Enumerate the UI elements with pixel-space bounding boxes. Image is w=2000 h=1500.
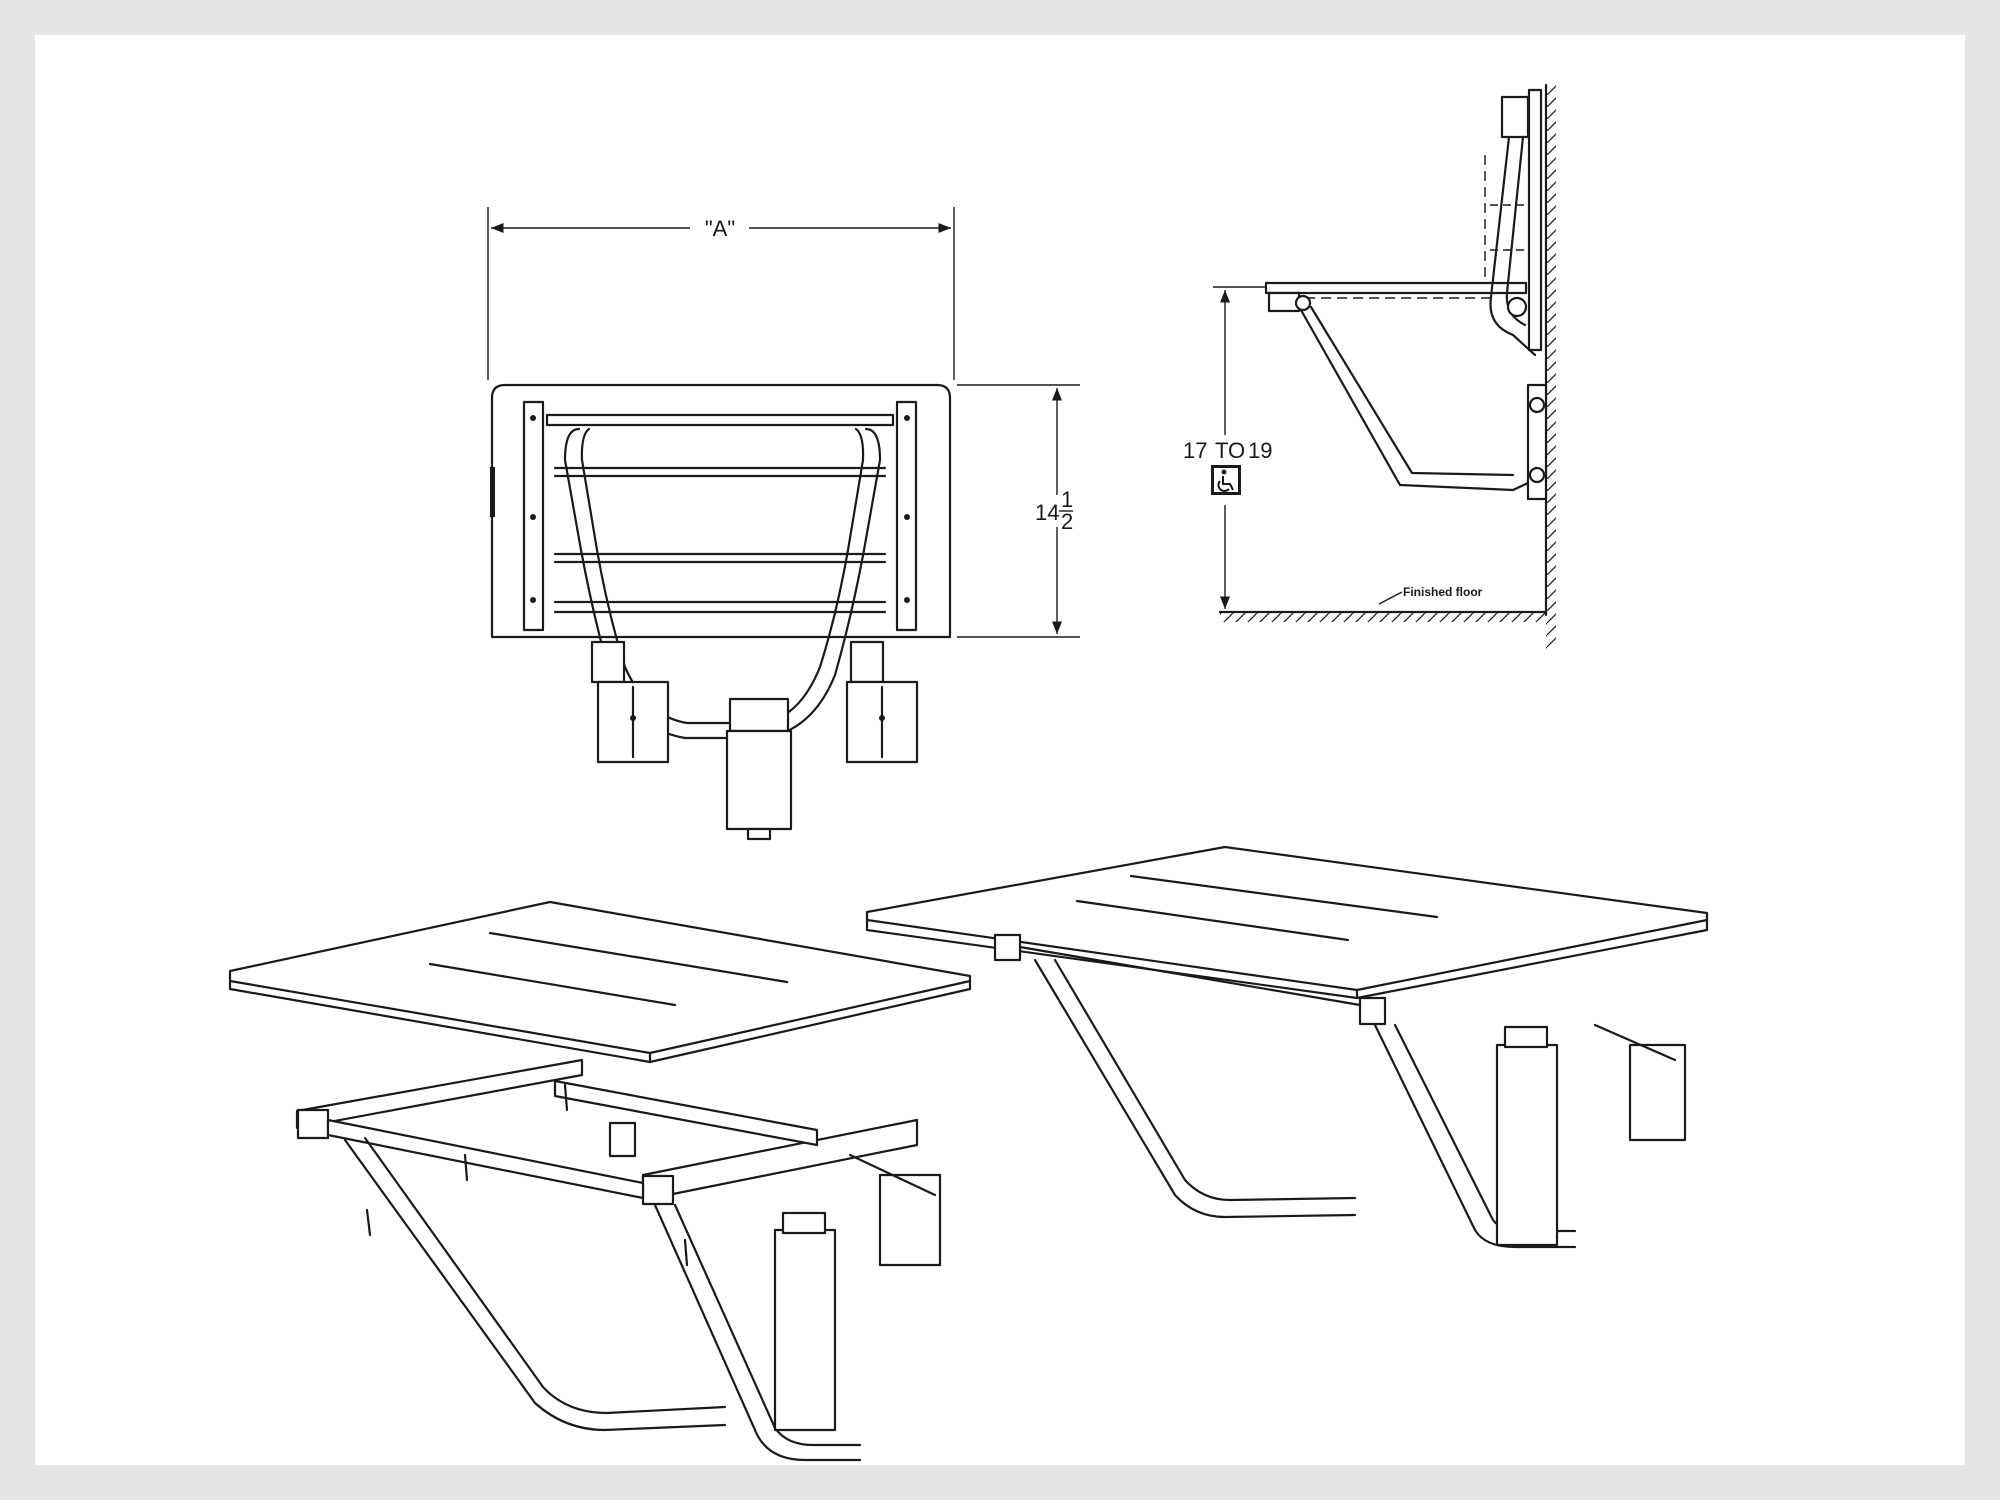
seat-side-down — [1264, 281, 1528, 295]
technical-drawing: "A" 14 1 2 — [228, 83, 1709, 1462]
u-frame-inner — [580, 427, 865, 725]
exploded-frame — [295, 1058, 942, 1462]
wall — [1544, 83, 1556, 649]
folded-up-phantom — [1484, 88, 1543, 357]
depth-dimension: 14 1 2 — [957, 384, 1080, 638]
height-to: 19 — [1248, 438, 1272, 463]
assembled-frame — [993, 933, 1687, 1249]
support-leg-down — [1295, 301, 1530, 492]
height-dimension: 17 TO 19 — [1183, 286, 1272, 609]
left-wall-bracket — [590, 640, 670, 764]
floor-label: Finished floor — [1403, 585, 1483, 599]
finished-floor: Finished floor — [1218, 585, 1548, 622]
depth-dimension-numerator: 1 — [1061, 487, 1073, 512]
side-view: Finished floor 17 TO 19 — [1183, 83, 1556, 649]
drawing-sheet: "A" 14 1 2 — [35, 35, 1965, 1465]
top-view: "A" 14 1 2 — [487, 207, 1080, 841]
assembled-view — [865, 845, 1709, 1249]
exploded-view — [228, 900, 972, 1462]
height-to-word: TO — [1215, 438, 1245, 463]
u-frame-outer — [563, 427, 882, 740]
assembled-seat — [865, 845, 1709, 1000]
center-leg-base — [725, 697, 793, 841]
depth-dimension-denominator: 2 — [1061, 509, 1073, 534]
depth-dimension-whole: 14 — [1035, 500, 1059, 525]
width-dimension-label: "A" — [705, 216, 735, 241]
wheelchair-icon — [1211, 465, 1241, 495]
right-wall-bracket — [845, 640, 919, 764]
exploded-seat — [228, 900, 972, 1064]
width-dimension: "A" — [487, 207, 955, 380]
height-from: 17 — [1183, 438, 1207, 463]
seat-outline-top — [490, 383, 952, 639]
